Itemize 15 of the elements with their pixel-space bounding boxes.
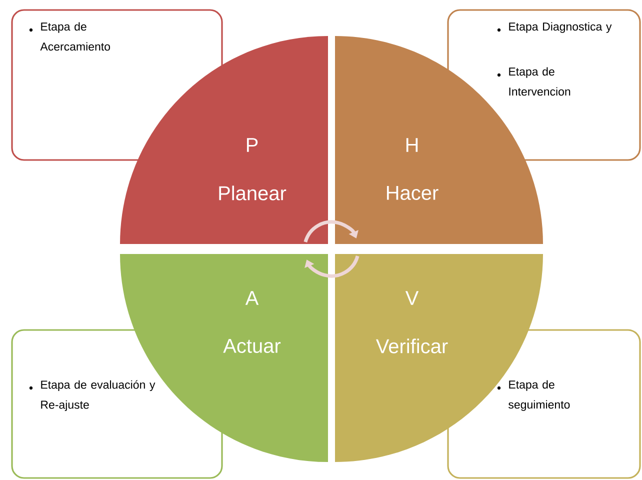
- bullet-text: Etapa de evaluación y Re-ajuste: [41, 380, 156, 412]
- bullet-text: Etapa Diagnostica y: [509, 22, 612, 33]
- bullet-text: Etapa de Acercamiento: [40, 22, 110, 51]
- quadrant-letter: A: [245, 291, 259, 305]
- quadrant-title: Verificar: [376, 338, 448, 354]
- quadrant-title: Planear: [219, 186, 286, 200]
- quadrant-title: Actuar: [223, 339, 281, 353]
- bullet-text: Etapa de Intervencion: [509, 67, 570, 96]
- cycle-arrow: [304, 220, 358, 243]
- quadrant-title: Hacer: [386, 186, 438, 200]
- quadrant-letter: V: [405, 291, 419, 305]
- quadrant-letter: P: [246, 138, 258, 152]
- bullet-text: Etapa de seguimiento: [508, 380, 570, 411]
- cycle-arrow: [304, 255, 360, 278]
- quadrant-letter: H: [406, 138, 418, 152]
